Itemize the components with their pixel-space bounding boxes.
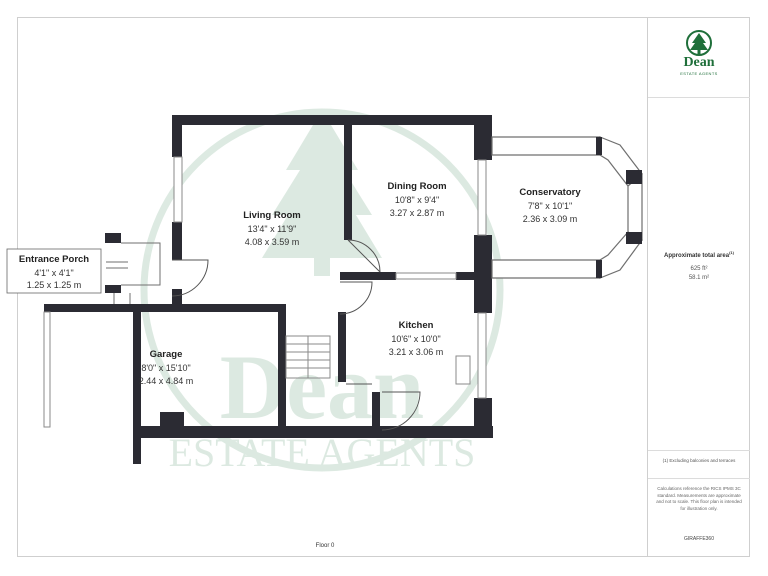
wall [105,285,121,293]
label-living-room: Living Room 13'4" x 11'9" 4.08 x 3.59 m [243,210,301,247]
post [596,260,602,278]
sidebar-separator [648,478,750,479]
calculation-note: Calculations reference the RICS IPMS 3C … [656,486,742,511]
watermark: Dean ESTATE AGENTS [140,108,504,475]
kitchen-counter [455,355,471,385]
conservatory-posts [596,137,642,278]
wall [133,426,493,438]
room-imperial: 7'8" x 10'1" [528,201,572,211]
room-name: Conservatory [519,187,581,198]
wall [340,272,396,280]
porch-step [106,261,128,269]
room-metric: 2.44 x 4.84 m [139,376,194,386]
porch-label-box [6,248,102,294]
wall [474,398,492,438]
sidebar-separator [648,450,750,451]
porch-step [113,293,131,304]
room-metric: 1.25 x 1.25 m [27,280,82,290]
windows [43,156,487,428]
post [626,232,642,244]
wall [44,304,284,312]
brand-name: Dean [683,55,715,70]
wall [372,392,380,426]
window [477,312,487,399]
wall [172,222,182,260]
room-name: Dining Room [387,181,446,192]
sidebar-divider [647,17,648,557]
wall [172,289,182,312]
watermark-name: Dean [220,336,424,438]
area-title: Approximate total area [664,253,730,259]
wall [474,235,492,313]
room-metric: 2.36 x 3.09 m [523,214,578,224]
room-imperial: 8'0" x 15'10" [141,363,190,373]
room-imperial: 13'4" x 11'9" [248,224,297,234]
post [626,170,642,184]
area-footnote-mark: (1) [729,250,734,255]
entrance-porch-outline [106,242,161,304]
room-imperial: 10'8" x 9'4" [395,195,439,205]
room-name: Garage [150,349,183,360]
room-name: Kitchen [399,320,434,331]
window [173,156,183,223]
wall [474,125,492,160]
watermark-ring [140,108,504,472]
garage-door [43,311,51,428]
wall [172,115,182,157]
label-conservatory: Conservatory 7'8" x 10'1" 2.36 x 3.09 m [519,187,581,224]
room-imperial: 4'1" x 4'1" [34,268,73,278]
room-metric: 3.27 x 2.87 m [390,208,445,218]
brand-tagline: ESTATE AGENTS [680,71,718,76]
post [596,137,602,155]
label-dining-room: Dining Room 10'8" x 9'4" 3.27 x 2.87 m [387,181,446,218]
label-entrance-porch: Entrance Porch 4'1" x 4'1" 1.25 x 1.25 m [6,248,102,294]
room-name: Entrance Porch [19,254,89,265]
wall [172,115,492,125]
label-garage: Garage 8'0" x 15'10" 2.44 x 4.84 m [139,349,194,386]
window [477,159,487,236]
area-summary: Approximate total area(1) 625 ft² 58.1 m… [648,250,750,281]
staircase [285,335,331,379]
tree-icon [686,30,712,56]
wall [160,412,184,426]
room-metric: 4.08 x 3.59 m [245,237,300,247]
stairs-treads [286,336,330,378]
label-kitchen: Kitchen 10'6" x 10'0" 3.21 x 3.06 m [389,320,444,357]
conservatory-frame [491,259,601,279]
conservatory-frame [491,136,601,156]
room-imperial: 10'6" x 10'0" [391,334,440,344]
back-door-swing [381,391,421,431]
room-name: Living Room [243,210,301,221]
doors [171,239,421,431]
porch-wall [121,242,161,286]
wall [338,312,346,382]
kitchen-door-swing [339,281,373,315]
area-imperial: 625 ft² [690,266,708,272]
room-labels: Entrance Porch 4'1" x 4'1" 1.25 x 1.25 m… [6,181,581,386]
wall [105,233,121,243]
floor-label: Floor 0 [315,543,335,549]
watermark-trunk [314,256,330,276]
watermark-tree-icon [262,110,382,258]
wall [133,304,141,464]
walls [44,115,493,464]
area-metric: 58.1 m² [688,275,710,281]
software-brand: GIRAFFE360 [683,536,714,542]
front-door-swing [171,259,209,297]
area-footnote: (1) Excluding balconies and terraces [662,458,736,463]
wall [278,304,286,426]
window [395,272,457,280]
sidebar-separator [648,97,750,98]
room-metric: 3.21 x 3.06 m [389,347,444,357]
brand-logo: Dean ESTATE AGENTS [648,30,750,86]
wall [344,125,352,240]
dining-door-swing [347,239,381,273]
